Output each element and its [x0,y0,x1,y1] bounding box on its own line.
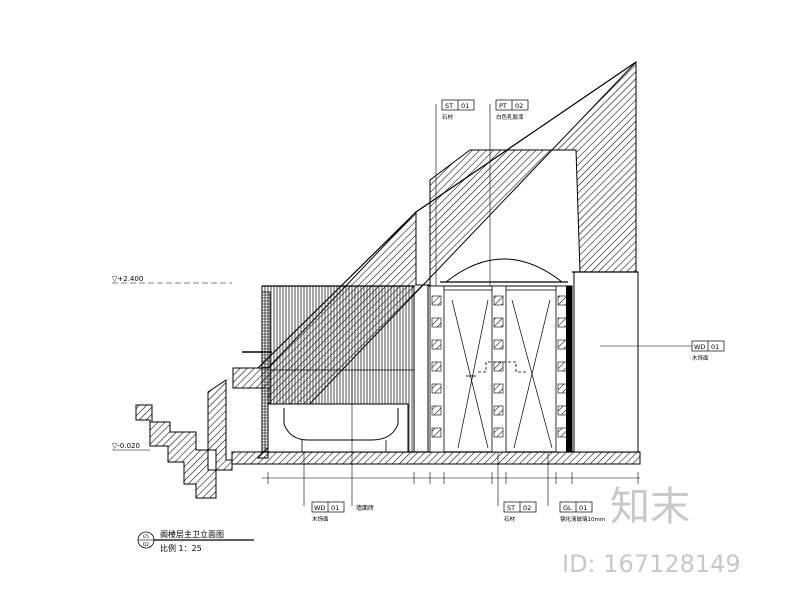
svg-text:WD: WD [694,343,705,351]
level-marker-lower: ▽-0.020 [112,442,150,451]
svg-text:钢化清玻璃10mm: 钢化清玻璃10mm [560,515,605,523]
tag-wd01-bottom: WD 01 木饰面 [311,501,345,523]
svg-text:▽-0.020: ▽-0.020 [112,442,140,450]
svg-text:石材: 石材 [442,113,454,121]
svg-text:ST: ST [507,504,515,512]
svg-text:01: 01 [579,504,587,512]
svg-text:01: 01 [461,102,469,110]
glass-door-frame [566,286,572,452]
watermark-id: ID: 167128149 [562,550,741,578]
svg-text:木饰面: 木饰面 [312,515,329,523]
svg-text:E5: E5 [143,534,149,540]
svg-text:ST: ST [445,102,453,110]
left-wall-section [207,379,233,471]
floor-slab [231,451,641,465]
svg-text:02: 02 [523,504,531,512]
dimension-line [262,472,640,484]
svg-text:01: 01 [331,504,339,512]
svg-text:白色乳胶漆: 白色乳胶漆 [496,113,524,121]
bathtub-basin [283,408,399,441]
bathtub-body [267,403,409,453]
tag-st02: ST 02 石材 [503,501,537,523]
tag-pt02: PT 02 白色乳胶漆 [495,99,529,121]
svg-text:PT: PT [499,102,507,110]
column-center [491,285,507,453]
shower-fixture [466,361,528,377]
svg-text:GL: GL [563,504,572,512]
callout-middle: 墙面砖 [356,504,374,512]
glass-panel-left [444,289,492,449]
stair-section [135,404,217,499]
svg-text:墙面砖: 墙面砖 [356,504,374,512]
leader-lines [303,104,692,506]
watermark-brand: 知末 [610,484,690,530]
svg-text:D2: D2 [143,542,149,548]
svg-text:阁楼层主卫立面图: 阁楼层主卫立面图 [160,529,224,539]
tag-gl01: GL 01 钢化清玻璃10mm [559,501,605,523]
level-marker-upper: ▽+2.400 [112,275,232,284]
svg-text:木饰面: 木饰面 [692,354,709,362]
svg-text:02: 02 [515,102,523,110]
wood-cabinet [573,271,639,453]
svg-text:WD: WD [314,504,325,512]
tile-wall-left-band [261,291,271,453]
tag-st01: ST 01 石材 [441,99,475,121]
svg-text:石材: 石材 [504,515,516,523]
skylight-dome [444,258,564,283]
svg-text:01: 01 [711,343,719,351]
svg-text:▽+2.400: ▽+2.400 [112,275,143,283]
svg-text:比例 1：25: 比例 1：25 [160,543,202,553]
tag-wd01-right: WD 01 木饰面 [691,340,725,362]
glass-panel-right [506,289,556,449]
drawing-title: E5 D2 阁楼层主卫立面图 比例 1：25 [137,529,254,553]
column-left [429,285,445,453]
